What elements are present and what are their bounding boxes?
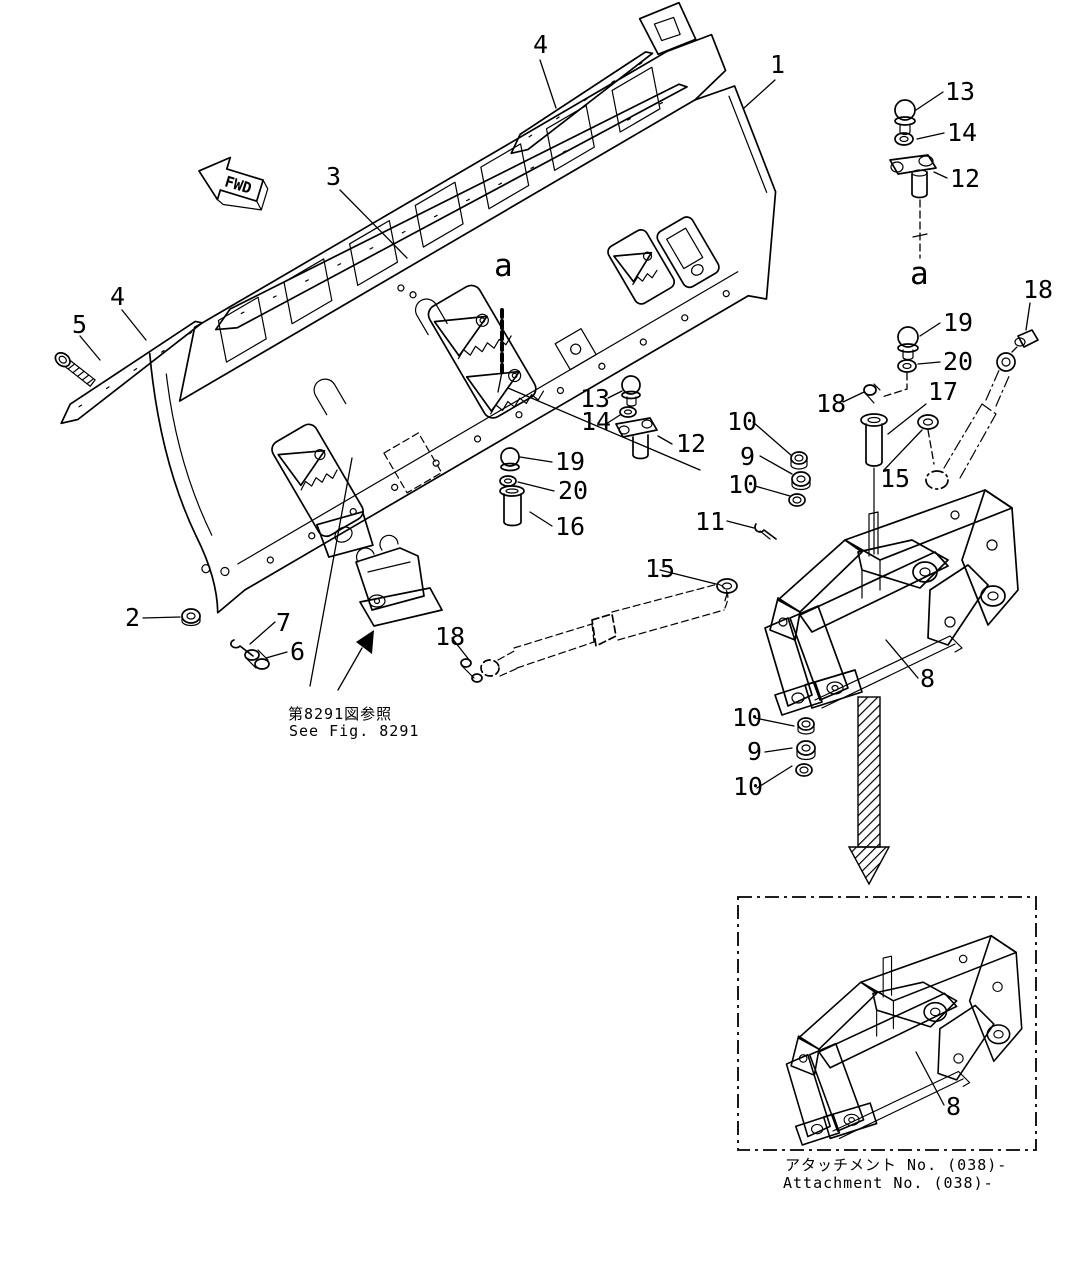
callouts: 4 1 13 14 12 a 18 3 19 20 18 17 15 5 4 a… (72, 30, 1053, 1121)
callout-pin18-center: 18 (435, 622, 465, 651)
pin-18-mid (863, 383, 881, 404)
pin-12-right (889, 154, 937, 259)
bolt-19-right (897, 326, 919, 361)
nut-2 (181, 608, 201, 627)
callout-bushing10-c: 10 (732, 703, 762, 732)
hinge-right (607, 216, 720, 305)
callout-washer20-right: 20 (943, 347, 973, 376)
hinge-left (271, 423, 374, 558)
callout-cap-right: 18 (1023, 275, 1053, 304)
callout-bushing9-b: 9 (747, 737, 762, 766)
callout-washer-right: 14 (947, 118, 977, 147)
callout-bushing6: 6 (290, 637, 305, 666)
callout-cotter7: 7 (276, 608, 291, 637)
callout-pin16: 16 (555, 512, 585, 541)
callout-frame8-detail: 8 (946, 1092, 961, 1121)
frame-cylinder (925, 352, 1016, 490)
captions: 第8291図参照 See Fig. 8291 アタッチメント No. (038)… (288, 705, 1007, 1192)
callout-pin-right: 12 (950, 164, 980, 193)
callout-bolt-right: 13 (945, 77, 975, 106)
bolt-5 (54, 352, 96, 387)
callout-cutting-edge: 3 (326, 162, 341, 191)
pin-18-center-part (460, 658, 483, 683)
callout-a-right: a (910, 256, 929, 292)
edge-bolt-holes (266, 290, 730, 564)
callout-bushing10-a: 10 (727, 407, 757, 436)
cap-18-right (1011, 329, 1039, 353)
bolt-13-center (621, 375, 641, 407)
pivot-bracket (355, 534, 443, 627)
callout-pin17: 17 (928, 377, 958, 406)
see-fig-leader (337, 647, 363, 691)
blade-cylinder (460, 583, 729, 683)
bushings-left (788, 451, 811, 507)
callout-bushing10-b: 10 (728, 470, 758, 499)
callout-pin18-mid: 18 (816, 389, 846, 418)
frame-8 (764, 489, 1019, 716)
callout-nut2: 2 (125, 603, 140, 632)
callout-frame8: 8 (920, 664, 935, 693)
pin-12-center (615, 417, 658, 460)
end-bit-left (60, 320, 204, 425)
bushings-bottom (795, 717, 816, 777)
washer-20-right (881, 359, 917, 398)
band-openings (217, 66, 661, 363)
fwd-arrow: FWD (198, 156, 269, 211)
washer-14-right (894, 132, 914, 146)
callout-bolt19-center: 19 (555, 447, 585, 476)
frame-8-detail (785, 934, 1023, 1146)
end-bit-top (510, 51, 654, 155)
callout-washer20-center: 20 (558, 476, 588, 505)
callout-cotter11: 11 (695, 507, 725, 536)
see-fig-note-jp: 第8291図参照 (288, 705, 392, 723)
callout-bushing9-a: 9 (740, 442, 755, 471)
callout-pin-center: 12 (676, 429, 706, 458)
callout-end-bit-left: 4 (110, 282, 125, 311)
bushing-6 (244, 649, 270, 670)
hinge-to-seefig-line (309, 457, 353, 687)
washer-15-center (716, 578, 738, 605)
bolt-19-center (500, 447, 520, 472)
blade-assembly (148, 1, 777, 614)
pin-17 (860, 413, 888, 555)
callout-washer-center: 14 (581, 407, 611, 436)
see-fig-arrowhead (356, 630, 374, 654)
callout-bolt5: 5 (72, 310, 87, 339)
washer-14-center (619, 406, 637, 418)
attachment-note-en: Attachment No. (038)- (783, 1174, 994, 1192)
washer-20-center (499, 475, 517, 487)
see-fig-note-en: See Fig. 8291 (289, 722, 419, 740)
pin-16 (499, 485, 525, 527)
cotter-11 (754, 523, 777, 540)
cutting-edge (214, 83, 688, 331)
leader-lines (79, 59, 1031, 1106)
callout-end-bit-top: 4 (533, 30, 548, 59)
callout-a-center: a (494, 248, 513, 284)
cotter-7 (230, 639, 254, 657)
callout-washer15-right: 15 (880, 464, 910, 493)
hinge-center (427, 284, 545, 419)
bolt-13-right (894, 99, 916, 136)
washer-15-right (917, 414, 939, 465)
callout-bolt-center: 13 (580, 384, 610, 413)
callout-blade: 1 (770, 50, 785, 79)
callout-washer15-center: 15 (645, 554, 675, 583)
detail-box (737, 896, 1037, 1151)
callout-bushing10-d: 10 (733, 772, 763, 801)
striped-arrow (847, 696, 891, 886)
callout-bolt19-right: 19 (943, 308, 973, 337)
attachment-note-jp: アタッチメント No. (038)- (785, 1156, 1007, 1174)
